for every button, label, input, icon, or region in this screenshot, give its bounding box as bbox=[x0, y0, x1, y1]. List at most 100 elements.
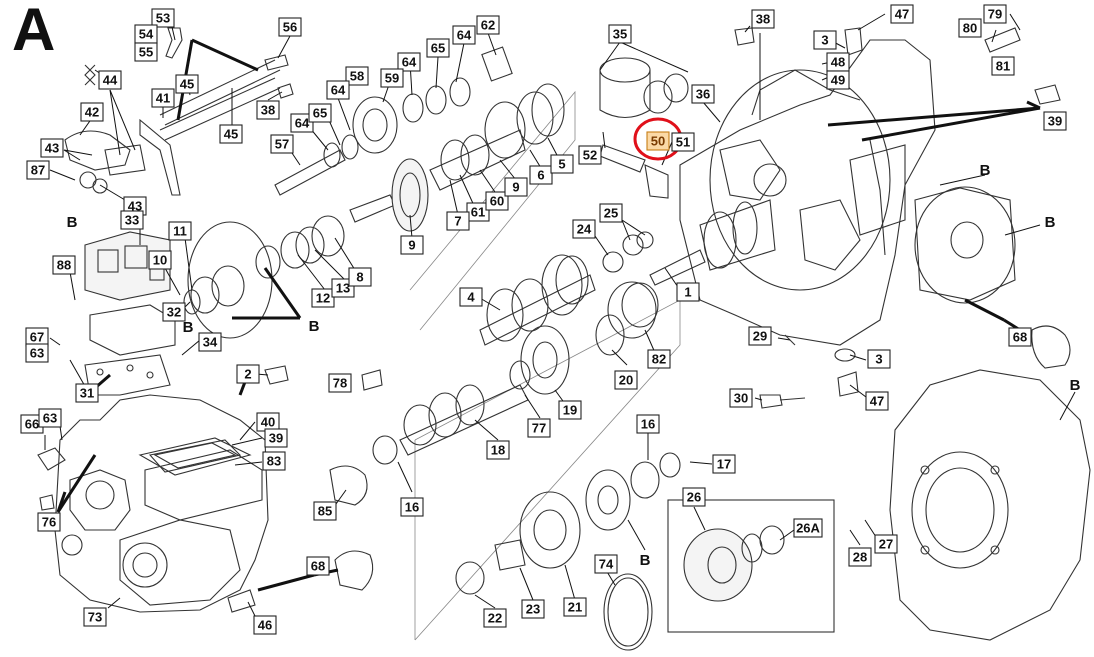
callout-83: 83 bbox=[262, 451, 286, 471]
callout-box bbox=[572, 219, 596, 239]
callout-box bbox=[198, 332, 222, 352]
callout-box bbox=[236, 364, 260, 384]
callout-35: 35 bbox=[608, 24, 632, 44]
callout-box bbox=[793, 518, 823, 538]
callout-box bbox=[483, 608, 507, 628]
callout-number: 2 bbox=[244, 367, 251, 382]
callout-85: 85 bbox=[313, 501, 337, 521]
callout-64: 64 bbox=[452, 25, 476, 45]
callout-16: 16 bbox=[400, 497, 424, 517]
callout-box bbox=[558, 400, 582, 420]
callout-number: 64 bbox=[295, 116, 310, 131]
callout-80: 80 bbox=[958, 18, 982, 38]
callout-62: 62 bbox=[476, 15, 500, 35]
callout-number: 78 bbox=[333, 376, 347, 391]
callout-box bbox=[1043, 111, 1067, 131]
callout-box bbox=[40, 138, 64, 158]
callout-number: 77 bbox=[532, 421, 546, 436]
callout-number: 47 bbox=[895, 7, 909, 22]
callout-number: 20 bbox=[619, 373, 633, 388]
callout-box bbox=[1008, 327, 1032, 347]
callout-box bbox=[380, 68, 404, 88]
callout-number: 85 bbox=[318, 504, 332, 519]
callout-number: 31 bbox=[80, 386, 94, 401]
callout-number: 39 bbox=[269, 431, 283, 446]
callout-number: 65 bbox=[431, 41, 445, 56]
callout-68: 68 bbox=[306, 556, 330, 576]
callout-number: 45 bbox=[224, 127, 238, 142]
callout-letter: B bbox=[1045, 214, 1056, 231]
callout-box bbox=[521, 599, 545, 619]
callout-number: 52 bbox=[583, 148, 597, 163]
callout-box bbox=[308, 103, 332, 123]
callout-number: 56 bbox=[283, 20, 297, 35]
callout-box bbox=[751, 9, 775, 29]
callout-number: 67 bbox=[30, 330, 44, 345]
callout-43: 43 bbox=[40, 138, 64, 158]
callout-59: 59 bbox=[380, 68, 404, 88]
callout-number: 80 bbox=[963, 21, 977, 36]
callout-29: 29 bbox=[748, 326, 772, 346]
callout-number: 44 bbox=[103, 73, 118, 88]
callout-number: 3 bbox=[821, 33, 828, 48]
callout-number: 16 bbox=[405, 500, 419, 515]
callout-17: 17 bbox=[712, 454, 736, 474]
callout-box bbox=[151, 8, 175, 28]
callout-number: 40 bbox=[261, 415, 275, 430]
callout-box bbox=[25, 343, 49, 363]
callout-26: 26 bbox=[682, 487, 706, 507]
callout-letter: B bbox=[640, 552, 651, 569]
callout-40: 40 bbox=[256, 412, 280, 432]
callout-2: 2 bbox=[236, 364, 260, 384]
callout-68: 68 bbox=[1008, 327, 1032, 347]
callout-box bbox=[37, 512, 61, 532]
callout-27: 27 bbox=[874, 534, 898, 554]
callout-number: 47 bbox=[870, 394, 884, 409]
callout-47: 47 bbox=[890, 4, 914, 24]
callout-46: 46 bbox=[253, 615, 277, 635]
leader-lines bbox=[44, 13, 1076, 619]
callout-box bbox=[991, 56, 1015, 76]
callout-number: 54 bbox=[139, 27, 154, 42]
callout-box bbox=[578, 145, 602, 165]
callout-box bbox=[647, 349, 671, 369]
callout-box bbox=[983, 4, 1007, 24]
callout-box bbox=[397, 52, 421, 72]
callout-9: 9 bbox=[504, 177, 528, 197]
callout-box bbox=[867, 349, 891, 369]
callout-number: 41 bbox=[156, 91, 170, 106]
callout-number: 6 bbox=[537, 168, 544, 183]
callout-50: 50 bbox=[646, 131, 670, 151]
callout-54: 54 bbox=[134, 24, 158, 44]
callout-87: 87 bbox=[26, 160, 50, 180]
callout-number: 10 bbox=[153, 253, 167, 268]
callout-38: 38 bbox=[751, 9, 775, 29]
callout-31: 31 bbox=[75, 383, 99, 403]
callout-36: 36 bbox=[691, 84, 715, 104]
callout-box bbox=[486, 440, 510, 460]
callout-78: 78 bbox=[328, 373, 352, 393]
annotation-letter: B bbox=[67, 214, 78, 231]
callout-box bbox=[400, 235, 424, 255]
callout-number: 30 bbox=[734, 391, 748, 406]
callout-9: 9 bbox=[400, 235, 424, 255]
callout-57: 57 bbox=[270, 134, 294, 154]
callout-51: 51 bbox=[671, 132, 695, 152]
callout-88: 88 bbox=[52, 255, 76, 275]
callout-number: 26A bbox=[796, 521, 820, 536]
callout-64: 64 bbox=[326, 80, 350, 100]
callout-33: 33 bbox=[120, 210, 144, 230]
callout-number: 23 bbox=[526, 602, 540, 617]
callout-number: 19 bbox=[563, 403, 577, 418]
callout-77: 77 bbox=[527, 418, 551, 438]
callout-26A: 26A bbox=[793, 518, 823, 538]
callout-number: 83 bbox=[267, 454, 281, 469]
callout-19: 19 bbox=[558, 400, 582, 420]
callout-number: 26 bbox=[687, 490, 701, 505]
callout-39: 39 bbox=[264, 428, 288, 448]
callout-number: 34 bbox=[203, 335, 218, 350]
callout-number: 49 bbox=[831, 73, 845, 88]
callout-number: 55 bbox=[139, 45, 153, 60]
parts-line-art bbox=[37, 27, 1091, 651]
callout-66: 66 bbox=[20, 414, 44, 434]
